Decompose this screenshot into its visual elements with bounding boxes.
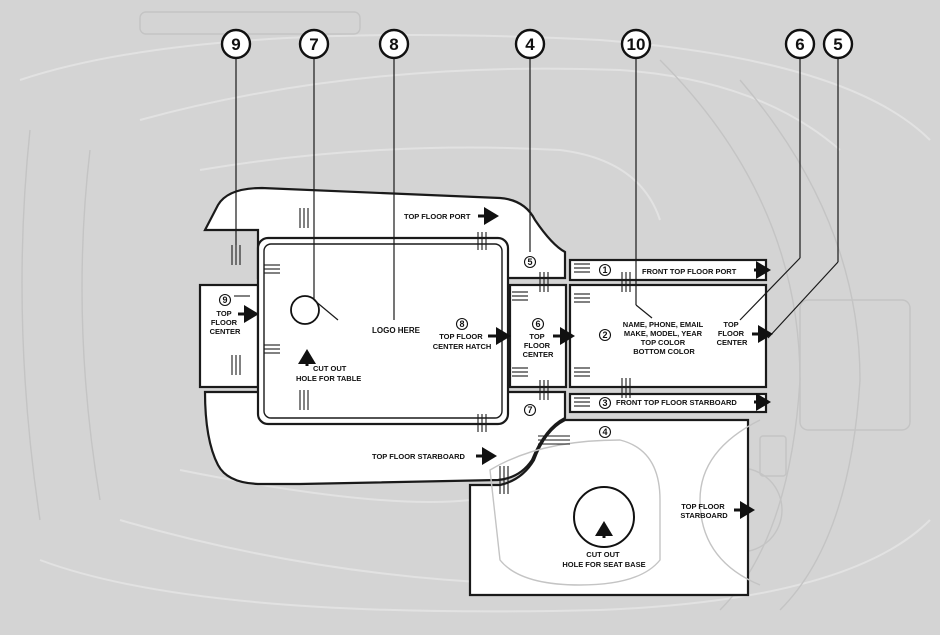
piece-number-4: 4 — [598, 425, 612, 439]
svg-text:3: 3 — [602, 398, 607, 408]
piece-number-circles: 1 2 3 4 5 6 7 8 9 — [218, 255, 612, 439]
svg-text:9: 9 — [222, 295, 227, 305]
label-aft-starboard: TOP FLOOR STARBOARD — [680, 502, 728, 520]
svg-text:6: 6 — [535, 319, 540, 329]
callout-leaders — [235, 58, 839, 339]
piece-number-1: 1 — [598, 263, 612, 277]
callout-8: 8 — [378, 28, 410, 60]
label-piece9-center: TOP FLOOR CENTER — [210, 309, 241, 336]
svg-text:5: 5 — [833, 35, 842, 54]
piece-number-2: 2 — [598, 328, 612, 342]
callout-10: 10 — [620, 28, 652, 60]
piece-number-9: 9 — [218, 293, 232, 307]
callout-5: 5 — [822, 28, 854, 60]
piece-number-6: 6 — [531, 317, 545, 331]
svg-text:4: 4 — [525, 35, 535, 54]
svg-text:7: 7 — [309, 35, 318, 54]
label-logo-here: LOGO HERE — [372, 326, 421, 335]
piece-number-3: 3 — [598, 396, 612, 410]
piece-number-7: 7 — [523, 403, 537, 417]
seat-base-cutout-hole — [573, 486, 635, 548]
svg-text:1: 1 — [602, 265, 607, 275]
label-top-floor-port: TOP FLOOR PORT — [404, 212, 471, 221]
label-info-block: NAME, PHONE, EMAIL MAKE, MODEL, YEAR TOP… — [623, 320, 705, 356]
piece-number-8: 8 — [455, 317, 469, 331]
svg-text:10: 10 — [627, 35, 646, 54]
svg-text:4: 4 — [602, 427, 607, 437]
table-cutout-hole — [290, 295, 320, 325]
callout-4: 4 — [514, 28, 546, 60]
callout-6: 6 — [784, 28, 816, 60]
label-piece6-center: TOP FLOOR CENTER — [523, 332, 554, 359]
piece-number-5: 5 — [523, 255, 537, 269]
label-top-floor-starboard: TOP FLOOR STARBOARD — [372, 452, 466, 461]
svg-text:9: 9 — [231, 35, 240, 54]
label-center-hatch: TOP FLOOR CENTER HATCH — [433, 332, 492, 351]
label-front-top-floor-starboard: FRONT TOP FLOOR STARBOARD — [616, 398, 737, 407]
svg-text:8: 8 — [459, 319, 464, 329]
label-table-cutout: CUT OUT HOLE FOR TABLE — [296, 364, 361, 383]
callout-circles: 9 7 8 4 10 6 5 — [220, 28, 854, 60]
svg-text:6: 6 — [795, 35, 804, 54]
label-front-top-floor-port: FRONT TOP FLOOR PORT — [642, 267, 737, 276]
svg-text:8: 8 — [389, 35, 398, 54]
boat-hull-outline — [19, 11, 931, 613]
callout-7: 7 — [298, 28, 330, 60]
label-seat-cutout: CUT OUT HOLE FOR SEAT BASE — [562, 550, 645, 569]
svg-text:5: 5 — [527, 257, 532, 267]
svg-text:7: 7 — [527, 405, 532, 415]
label-right-center: TOP FLOOR CENTER — [717, 320, 748, 347]
callout-9: 9 — [220, 28, 252, 60]
direction-arrows — [238, 207, 773, 538]
svg-text:2: 2 — [602, 330, 607, 340]
seam-marks — [231, 208, 631, 494]
